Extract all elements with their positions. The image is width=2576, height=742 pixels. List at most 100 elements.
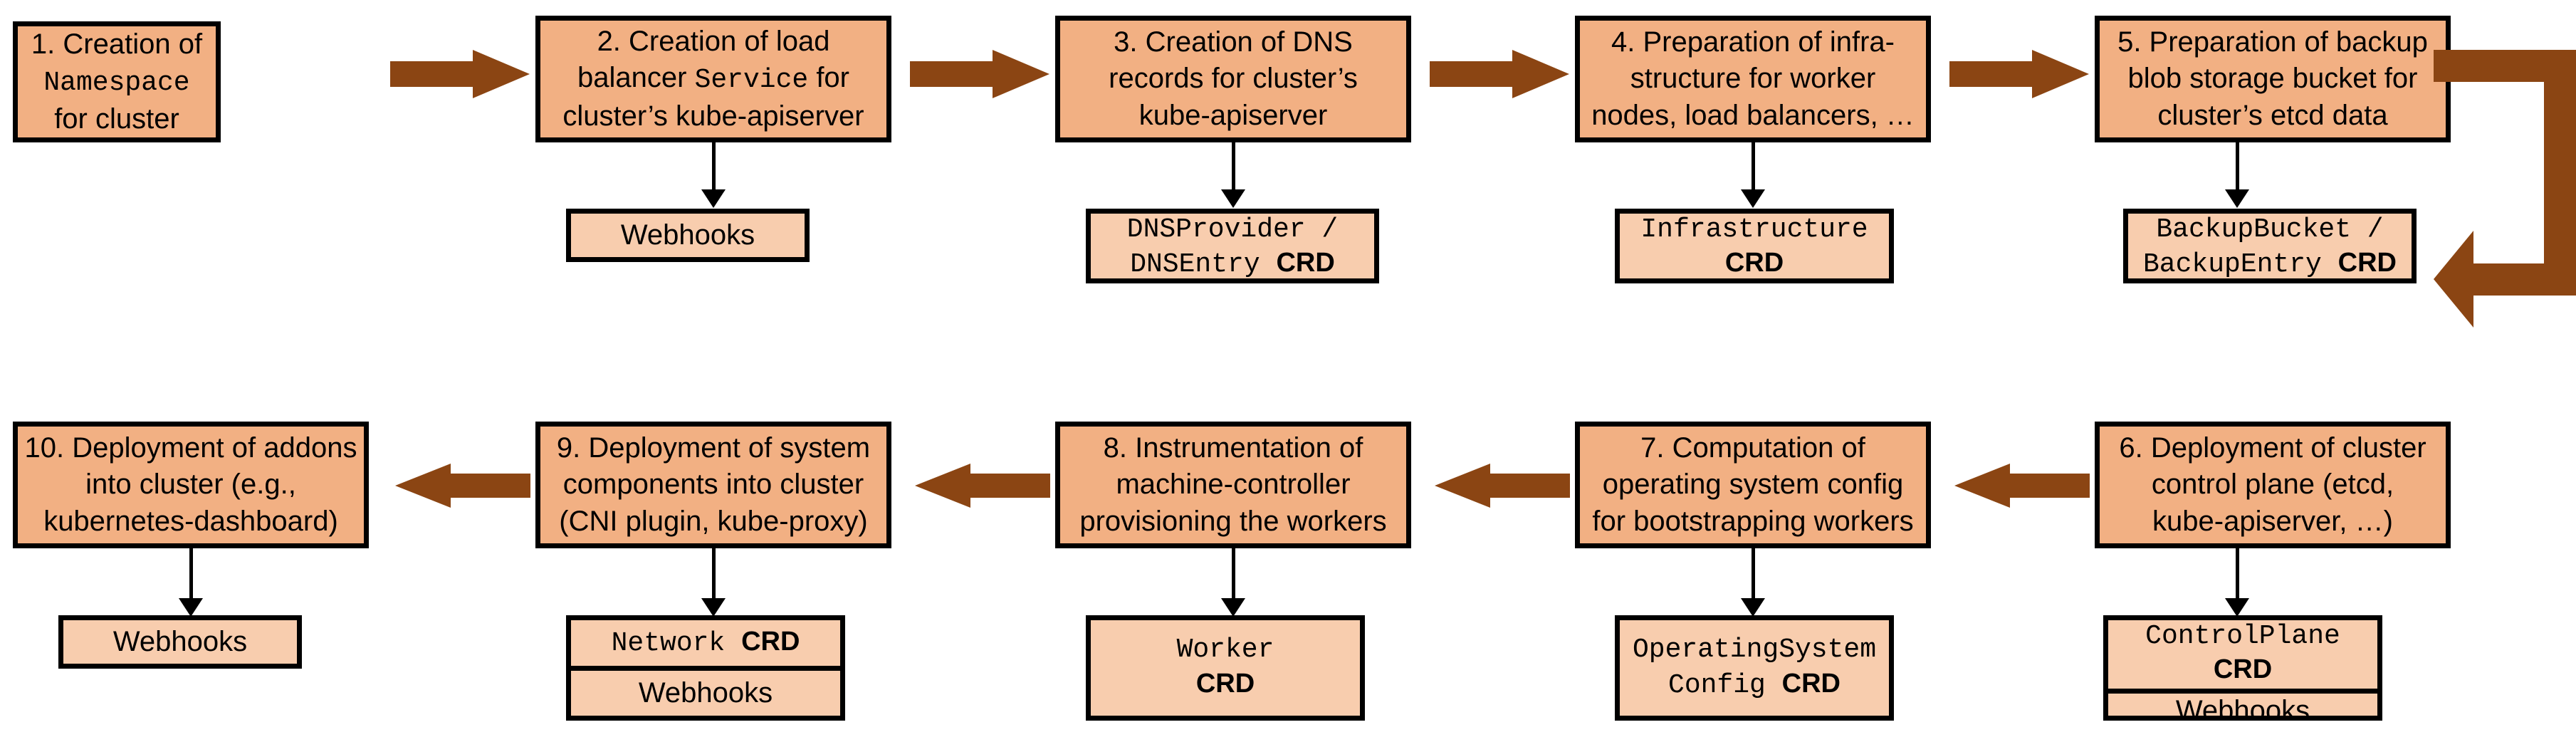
attachment-3-dns-crd[interactable]: DNSProvider /DNSEntry CRD [1086, 209, 1379, 283]
attachment-10-webhooks[interactable]: Webhooks [58, 615, 302, 669]
webhooks-label: Webhooks [112, 626, 248, 658]
webhooks-label: Webhooks [2175, 694, 2310, 726]
crd-tag: CRD [1781, 668, 1841, 699]
step-3-line-2: records for cluster’s [1109, 63, 1358, 95]
step-5-line-1: 5. Preparation of backup [2117, 26, 2428, 58]
connector-step10-to-webhooks [178, 548, 204, 617]
step-9-line-2: components into cluster [562, 469, 864, 501]
connector-step4-to-crd [1740, 142, 1766, 208]
step-7-line-3: for bootstrapping workers [1592, 505, 1914, 537]
step-8-line-3: provisioning the workers [1079, 505, 1387, 537]
dns-crd-line-2: DNSEntry [1130, 249, 1260, 281]
crd-tag: CRD [741, 627, 800, 657]
step-box-10[interactable]: 10. Deployment of addons into cluster (e.… [13, 422, 369, 548]
step-10-line-2: into cluster (e.g., [85, 469, 296, 501]
step-2-text: 2. Creation of load balancer Service for c… [562, 23, 864, 135]
step-8-line-2: machine-controller [1116, 469, 1351, 501]
step-box-4[interactable]: 4. Preparation of infra-structure for wo… [1575, 16, 1931, 142]
attachment-6-controlplane[interactable]: ControlPlane CRD Webhooks [2103, 615, 2382, 726]
step-2-line-2a: balancer [577, 62, 695, 94]
step-2-line-2c: for [808, 62, 849, 94]
controlplane-crd-line-1: ControlPlane [2145, 621, 2340, 652]
connector-step8-to-worker [1220, 548, 1246, 617]
step-4-text: 4. Preparation of infra-structure for wo… [1591, 24, 1915, 134]
controlplane-crd-label: ControlPlane CRD [2108, 620, 2377, 689]
step-1-line-2: Namespace [43, 68, 190, 99]
step-box-5[interactable]: 5. Preparation of backup blob storage buc… [2095, 16, 2451, 142]
network-crd-label: Network CRD [612, 625, 800, 660]
step-box-7[interactable]: 7. Computation of operating system config… [1575, 422, 1931, 548]
dns-crd-label: DNSProvider /DNSEntry CRD [1127, 214, 1338, 282]
attachment-row-webhooks: Webhooks [63, 620, 297, 664]
step-6-line-3: kube-apiserver, …) [2152, 505, 2393, 537]
step-2-line-2b: Service [694, 65, 809, 96]
step-6-line-2: control plane (etcd, [2151, 469, 2394, 501]
connector-step5-to-crd [2224, 142, 2250, 208]
attachment-row-controlplane-crd: ControlPlane CRD [2108, 620, 2377, 689]
step-3-line-3: kube-apiserver [1138, 99, 1328, 131]
arrow-step3-to-step4 [1430, 50, 1569, 98]
worker-crd-line-1: Worker [1176, 634, 1274, 666]
step-7-line-1: 7. Computation of [1640, 432, 1865, 464]
attachment-row-dns-crd: DNSProvider /DNSEntry CRD [1091, 214, 1374, 282]
infrastructure-crd-line-1: Infrastructure [1640, 214, 1868, 245]
step-10-line-3: kubernetes-dashboard) [43, 505, 338, 537]
crd-tag: CRD [2213, 654, 2273, 685]
attachment-row-backup-crd: BackupBucket /BackupEntry CRD [2128, 214, 2412, 282]
step-8-text: 8. Instrumentation of machine-controller p… [1079, 430, 1386, 540]
webhooks-label: Webhooks [620, 219, 755, 251]
arrow-step5-to-step6-elbow [2434, 50, 2576, 349]
attachment-row-webhooks: Webhooks [571, 665, 840, 716]
step-6-line-1: 6. Deployment of cluster [2119, 432, 2426, 464]
connector-step9-to-network [701, 548, 726, 617]
backup-crd-label: BackupBucket /BackupEntry CRD [2143, 214, 2397, 282]
osc-crd-line-2: Config [1668, 669, 1766, 701]
step-9-line-3: (CNI plugin, kube-proxy) [559, 505, 868, 537]
arrow-step1-to-step2 [390, 50, 530, 98]
step-1-line-3: for cluster [54, 103, 179, 135]
step-2-line-1: 2. Creation of load [597, 26, 830, 57]
step-4-line-2: structure for worker [1630, 63, 1876, 95]
step-6-text: 6. Deployment of cluster control plane (e… [2119, 430, 2426, 540]
webhooks-label: Webhooks [638, 676, 773, 709]
connector-step6-to-controlplane [2224, 548, 2250, 617]
step-8-line-1: 8. Instrumentation of [1103, 432, 1363, 464]
step-10-text: 10. Deployment of addons into cluster (e.… [25, 430, 357, 540]
crd-tag: CRD [1276, 248, 1335, 278]
step-4-line-1: 4. Preparation of infra- [1611, 26, 1895, 58]
arrow-step7-to-step8 [1435, 464, 1570, 508]
connector-step3-to-crd [1220, 142, 1246, 208]
step-2-line-3: cluster’s kube-apiserver [562, 100, 864, 132]
osc-crd-line-1: OperatingSystem [1632, 634, 1877, 666]
arrow-step9-to-step10 [395, 464, 530, 508]
attachment-2-webhooks[interactable]: Webhooks [566, 209, 810, 262]
step-10-line-1: 10. Deployment of addons [24, 432, 357, 464]
connector-step7-to-osc [1740, 548, 1766, 617]
step-3-line-1: 3. Creation of DNS [1114, 26, 1353, 58]
step-5-line-2: blob storage bucket for [2127, 63, 2418, 95]
step-box-2[interactable]: 2. Creation of load balancer Service for c… [535, 16, 891, 142]
backup-crd-line-1: BackupBucket / [2156, 214, 2384, 245]
step-box-8[interactable]: 8. Instrumentation of machine-controller p… [1055, 422, 1411, 548]
step-box-6[interactable]: 6. Deployment of cluster control plane (e… [2095, 422, 2451, 548]
step-box-3[interactable]: 3. Creation of DNS records for cluster’s k… [1055, 16, 1411, 142]
arrow-step4-to-step5 [1949, 50, 2089, 98]
attachment-5-backup-crd[interactable]: BackupBucket /BackupEntry CRD [2123, 209, 2417, 283]
step-7-line-2: operating system config [1602, 469, 1904, 501]
attachment-9-network[interactable]: Network CRD Webhooks [566, 615, 845, 721]
step-5-line-3: cluster’s etcd data [2157, 99, 2388, 131]
arrow-step6-to-step7 [1954, 464, 2090, 508]
